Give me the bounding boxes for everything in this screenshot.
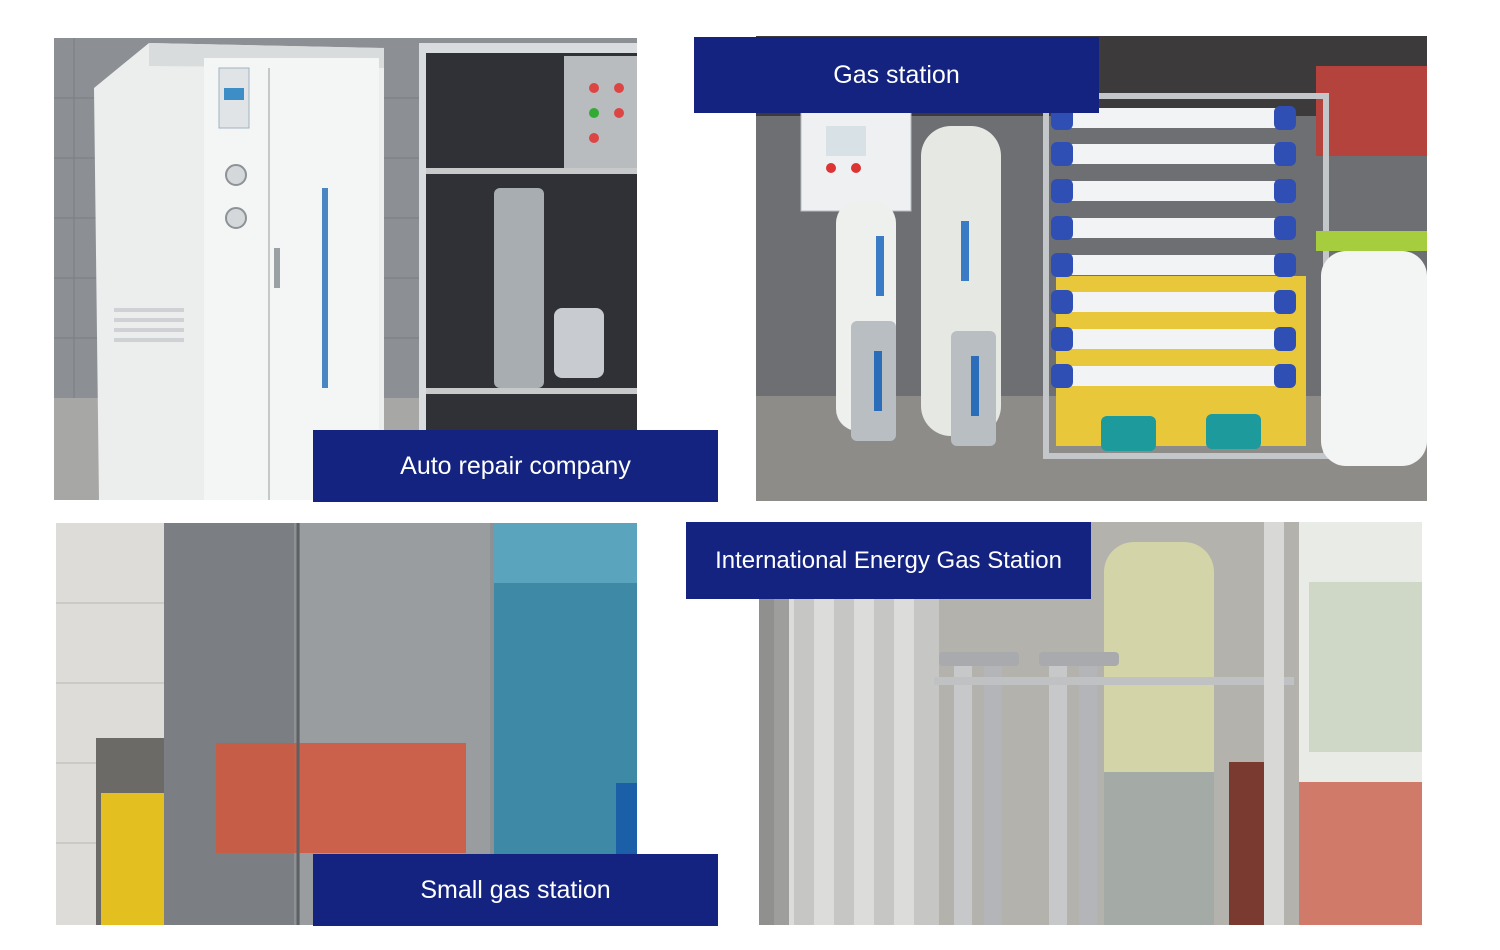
small-gas-station-equipment-photo: [56, 523, 637, 925]
auto-repair-company-caption: Auto repair company: [313, 430, 718, 502]
international-energy-gas-station-caption: International Energy Gas Station: [686, 522, 1091, 599]
gas-station-caption: Gas station: [694, 37, 1099, 113]
small-gas-station-caption: Small gas station: [313, 854, 718, 926]
auto-repair-equipment-photo: [54, 38, 637, 500]
gas-station-equipment-photo: [756, 36, 1427, 501]
